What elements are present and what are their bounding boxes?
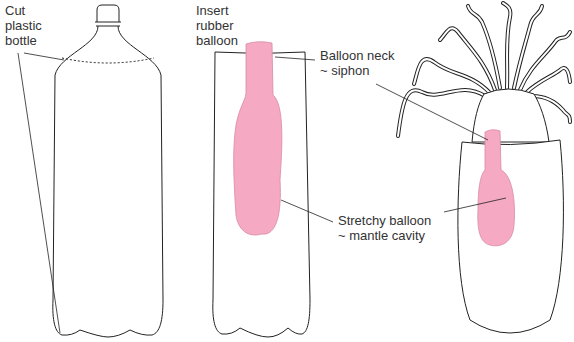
bottle-body	[53, 26, 163, 337]
leader-line	[18, 53, 60, 333]
cut-line	[62, 58, 154, 63]
leader-line	[376, 84, 488, 140]
bottle-collar	[95, 22, 121, 26]
leader-line	[275, 57, 315, 60]
leader-lines	[18, 53, 64, 333]
leader-line	[281, 200, 333, 222]
plastic-bottle	[53, 5, 163, 337]
squid-balloon	[478, 130, 515, 246]
label-text: Insert rubber balloon	[196, 3, 252, 48]
bottle-cap	[97, 5, 119, 22]
squid	[458, 89, 564, 333]
leader-lines	[275, 57, 506, 222]
label-text: Cut plastic bottle	[5, 3, 55, 48]
leader-line	[444, 198, 506, 212]
label-text: Balloon neck ~ siphon	[320, 48, 402, 78]
balloon	[234, 42, 282, 235]
squid-head	[472, 89, 549, 142]
leader-line	[24, 53, 64, 60]
label-text: Stretchy balloon ~ mantle cavity	[338, 213, 442, 243]
